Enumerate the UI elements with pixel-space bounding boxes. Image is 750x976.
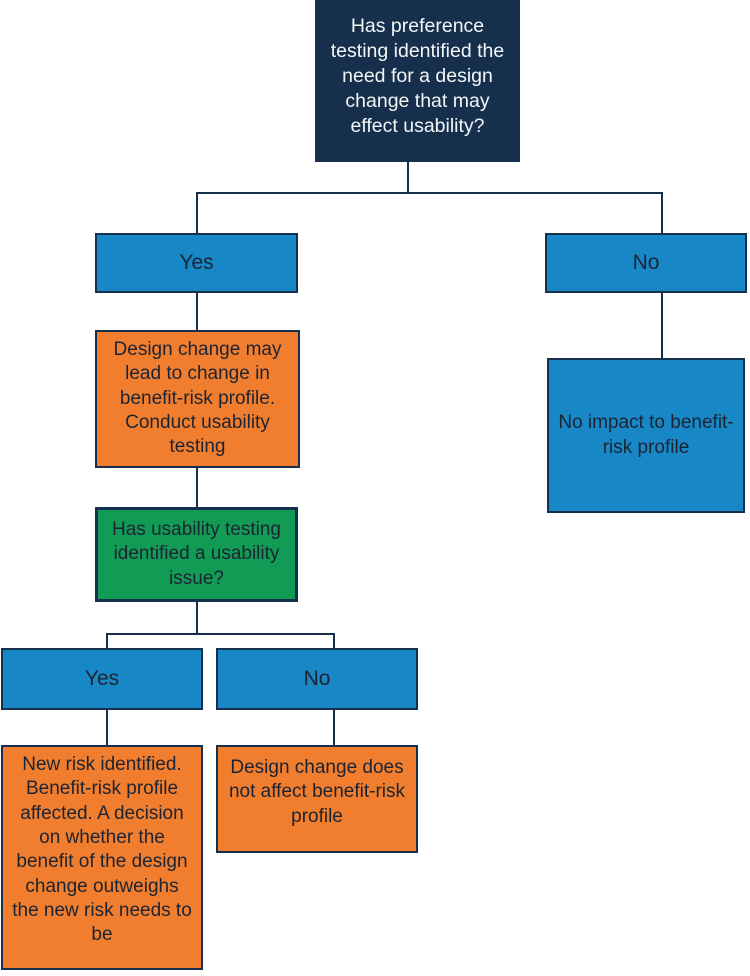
node-no-impact-text: No impact to benefit-risk profile	[558, 412, 734, 458]
connector-branch2-left	[106, 633, 108, 648]
node-no-effect: Design change does not affect benefit-ri…	[216, 745, 418, 853]
node-conduct-testing-text: Design change may lead to change in bene…	[113, 339, 282, 458]
connector-green-down	[196, 602, 198, 633]
node-usability-question: Has usability testing identified a usabi…	[95, 507, 298, 602]
node-branch2-no-label: No	[303, 666, 331, 690]
node-branch1-yes: Yes	[95, 233, 298, 293]
node-conduct-testing: Design change may lead to change in bene…	[95, 330, 300, 468]
connector-no2-down	[333, 710, 335, 745]
connector-yes1-down	[196, 293, 198, 330]
node-branch1-no-label: No	[632, 250, 660, 274]
connector-yes2-down	[106, 710, 108, 745]
node-branch2-no: No	[216, 648, 418, 710]
connector-branch2-across	[106, 633, 335, 635]
connector-no1-down	[661, 293, 663, 358]
connector-branch2-right	[333, 633, 335, 648]
node-new-risk: New risk identified. Benefit-risk profil…	[1, 745, 203, 970]
connector-root-down	[407, 162, 409, 192]
node-branch2-yes: Yes	[1, 648, 203, 710]
node-no-effect-text: Design change does not affect benefit-ri…	[228, 757, 406, 827]
connector-branch1-across	[196, 192, 663, 194]
node-root-question: Has preference testing identified the ne…	[315, 0, 520, 162]
node-branch2-yes-label: Yes	[84, 666, 120, 690]
node-root-question-text: Has preference testing identified the ne…	[330, 15, 505, 137]
node-no-impact: No impact to benefit-risk profile	[547, 358, 745, 513]
node-new-risk-text: New risk identified. Benefit-risk profil…	[12, 754, 192, 946]
node-branch1-yes-label: Yes	[179, 250, 214, 274]
connector-branch1-right	[661, 192, 663, 233]
connector-orange1-down	[196, 468, 198, 507]
connector-branch1-left	[196, 192, 198, 233]
node-usability-question-text: Has usability testing identified a usabi…	[112, 519, 281, 589]
node-branch1-no: No	[545, 233, 747, 293]
